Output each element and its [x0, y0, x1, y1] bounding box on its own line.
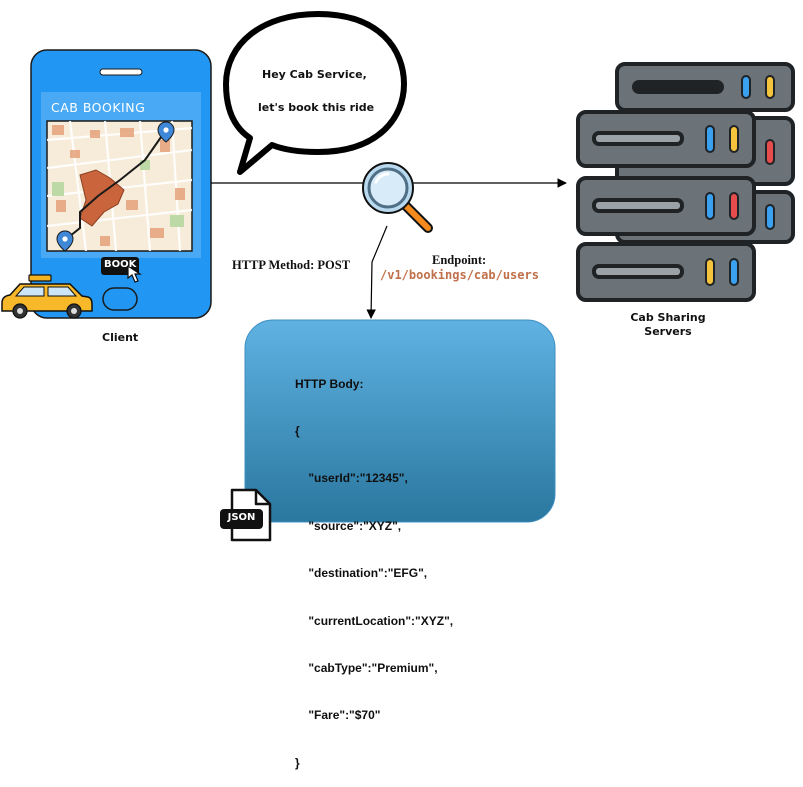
hand-cursor-icon	[127, 264, 142, 283]
http-body-text: HTTP Body: { "userId":"12345", "source":…	[295, 345, 453, 787]
http-body-line: {	[295, 423, 300, 438]
client-caption: Client	[102, 331, 139, 344]
diagram-canvas	[1, 11, 795, 542]
taxi-icon	[1, 274, 93, 319]
http-body-box	[244, 319, 556, 523]
http-body-line: }	[295, 755, 300, 770]
json-badge: JSON	[227, 512, 256, 523]
http-body-line: "Fare":"$70"	[295, 708, 381, 723]
endpoint-path: /v1/bookings/cab/users	[380, 268, 539, 282]
speech-line-1: Hey Cab Service,	[262, 68, 367, 81]
http-method-label: HTTP Method: POST	[232, 258, 351, 272]
speech-line-2: let's book this ride	[258, 101, 375, 114]
body-arrow	[366, 225, 388, 319]
servers-caption-line-2: Servers	[644, 325, 692, 338]
servers-caption-line-1: Cab Sharing	[630, 311, 706, 324]
magnifier-icon	[362, 162, 433, 233]
server-rack-icon	[576, 62, 795, 302]
location-pin-icon	[56, 121, 175, 252]
app-title: CAB BOOKING	[51, 100, 146, 115]
speech-bubble	[223, 11, 407, 175]
endpoint-label: Endpoint:	[432, 253, 487, 267]
http-body-line: "source":"XYZ",	[295, 518, 402, 533]
map-icon	[46, 120, 193, 252]
http-body-line: "cabType":"Premium",	[295, 660, 438, 675]
http-body-line: "destination":"EFG",	[295, 566, 428, 581]
http-body-line: "userId":"12345",	[295, 471, 408, 486]
http-body-title: HTTP Body:	[295, 376, 364, 391]
json-file-icon	[220, 488, 272, 542]
servers-caption: Cab Sharing Servers	[628, 311, 708, 339]
book-button[interactable]: BOOK	[104, 259, 137, 270]
http-body-line: "currentLocation":"XYZ",	[295, 613, 454, 628]
